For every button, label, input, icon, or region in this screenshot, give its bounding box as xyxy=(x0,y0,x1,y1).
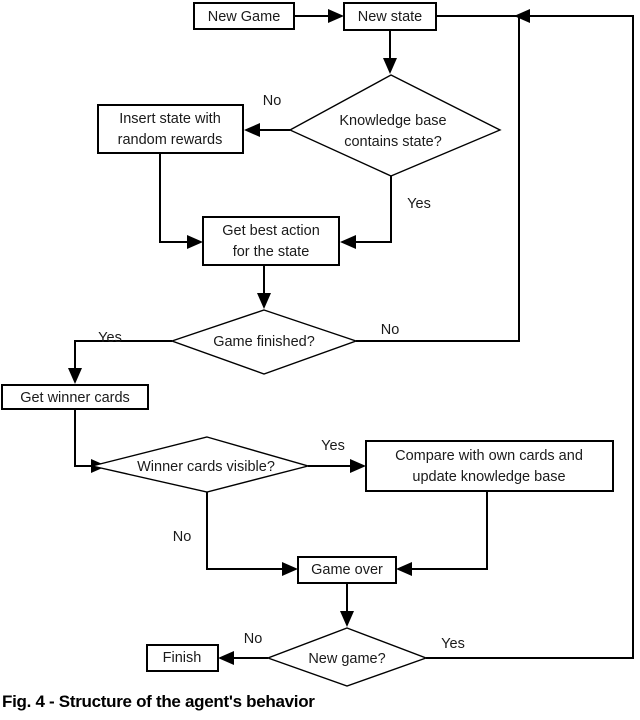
arrowhead-gameover-right xyxy=(396,562,412,576)
node-kb-shape xyxy=(288,74,502,177)
arrowhead-getbest-left xyxy=(187,235,203,249)
arrowhead-newstate-right xyxy=(514,9,530,23)
arrowhead-getbest-right xyxy=(340,235,356,249)
edge-newgameq-yes-to-newstate xyxy=(426,15,634,659)
node-get-best-action-label-line2: for the state xyxy=(233,244,310,260)
figure-caption: Fig. 4 - Structure of the agent's behavi… xyxy=(2,692,315,711)
node-kb-label-line1: Knowledge base xyxy=(339,113,446,129)
edge-visible-no-to-gameover xyxy=(206,492,283,570)
edge-label-finished-yes: Yes xyxy=(98,330,122,346)
edge-label-newgame-no: No xyxy=(244,631,263,647)
node-new-game-question-label: New game? xyxy=(308,651,385,667)
node-get-winner-cards[interactable]: Get winner cards xyxy=(1,384,149,410)
node-new-game-question[interactable]: New game? xyxy=(265,627,429,687)
arrowhead-gameover-left xyxy=(282,562,298,576)
arrowhead-compare-left xyxy=(350,459,366,473)
node-new-state[interactable]: New state xyxy=(343,2,437,31)
node-finish-shape xyxy=(146,644,219,672)
node-compare-update-label-line1: Compare with own cards and xyxy=(395,448,583,464)
node-game-over-shape xyxy=(297,556,397,584)
node-finish-label: Finish xyxy=(163,650,202,666)
node-insert-state[interactable]: Insert state with random rewards xyxy=(97,104,244,154)
node-kb-label-line2: contains state? xyxy=(344,134,442,150)
arrowhead-finish-right xyxy=(218,651,234,665)
node-insert-state-label-line1: Insert state with xyxy=(119,111,221,127)
node-game-over-label: Game over xyxy=(311,562,383,578)
arrowhead-insert-right xyxy=(244,123,260,137)
node-compare-update[interactable]: Compare with own cards and update knowle… xyxy=(365,440,614,492)
edge-label-visible-no: No xyxy=(173,529,192,545)
arrowhead-winnercards-top xyxy=(68,368,82,384)
arrowhead-finished-top xyxy=(257,293,271,309)
node-compare-update-label-line2: update knowledge base xyxy=(412,469,565,485)
node-new-game-shape xyxy=(193,2,295,30)
edge-label-newgame-yes: Yes xyxy=(441,636,465,652)
node-game-finished-label: Game finished? xyxy=(213,334,315,350)
node-new-game-question-shape xyxy=(265,627,429,687)
edge-kb-yes-to-getbest xyxy=(355,176,392,243)
arrowhead-newstate-left xyxy=(328,9,344,23)
node-game-finished[interactable]: Game finished? xyxy=(169,309,359,375)
node-insert-state-shape xyxy=(97,104,244,154)
edge-insert-to-getbest xyxy=(159,154,188,243)
node-get-winner-cards-shape xyxy=(1,384,149,410)
arrowhead-newgameq-top xyxy=(340,611,354,627)
node-insert-state-label-line2: random rewards xyxy=(118,132,223,148)
edge-finished-yes-to-winnercards xyxy=(74,340,172,370)
node-new-state-label: New state xyxy=(358,9,422,25)
node-game-finished-shape xyxy=(169,309,359,375)
edge-compare-to-gameover xyxy=(410,492,488,570)
node-get-best-action-shape xyxy=(202,216,340,266)
node-new-game[interactable]: New Game xyxy=(193,2,295,30)
edge-label-finished-no: No xyxy=(381,322,400,338)
node-get-best-action-label-line1: Get best action xyxy=(222,223,320,239)
node-compare-update-shape xyxy=(365,440,614,492)
node-new-game-label: New Game xyxy=(208,9,281,25)
edge-label-kb-no: No xyxy=(263,93,282,109)
edge-winnercards-to-visible xyxy=(74,409,92,467)
node-new-state-shape xyxy=(343,2,437,31)
node-finish[interactable]: Finish xyxy=(146,644,219,672)
edge-label-visible-yes: Yes xyxy=(321,438,345,454)
node-winner-cards-visible[interactable]: Winner cards visible? xyxy=(91,436,311,493)
node-game-over[interactable]: Game over xyxy=(297,556,397,584)
node-knowledge-base-contains-state[interactable]: Knowledge base contains state? xyxy=(288,74,502,177)
edge-label-kb-yes: Yes xyxy=(407,196,431,212)
node-get-winner-cards-label: Get winner cards xyxy=(20,390,130,406)
node-winner-cards-visible-shape xyxy=(91,436,311,493)
arrowhead-kb-top xyxy=(383,58,397,74)
node-winner-cards-visible-label: Winner cards visible? xyxy=(137,459,275,475)
node-get-best-action[interactable]: Get best action for the state xyxy=(202,216,340,266)
edge-finished-no-to-newstate xyxy=(356,15,520,342)
